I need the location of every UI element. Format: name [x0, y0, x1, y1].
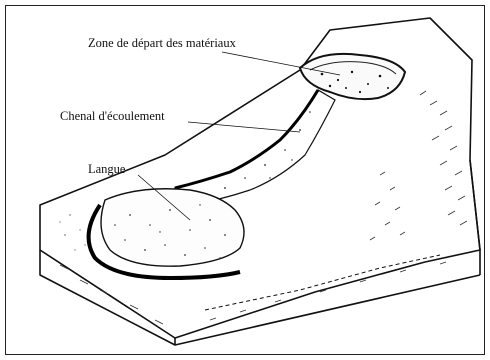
tongue-body — [101, 189, 244, 266]
label-source-zone: Zone de départ des matériaux — [88, 36, 237, 50]
label-tongue: Langue — [88, 162, 126, 176]
label-channel: Chenal d'écoulement — [60, 109, 165, 123]
